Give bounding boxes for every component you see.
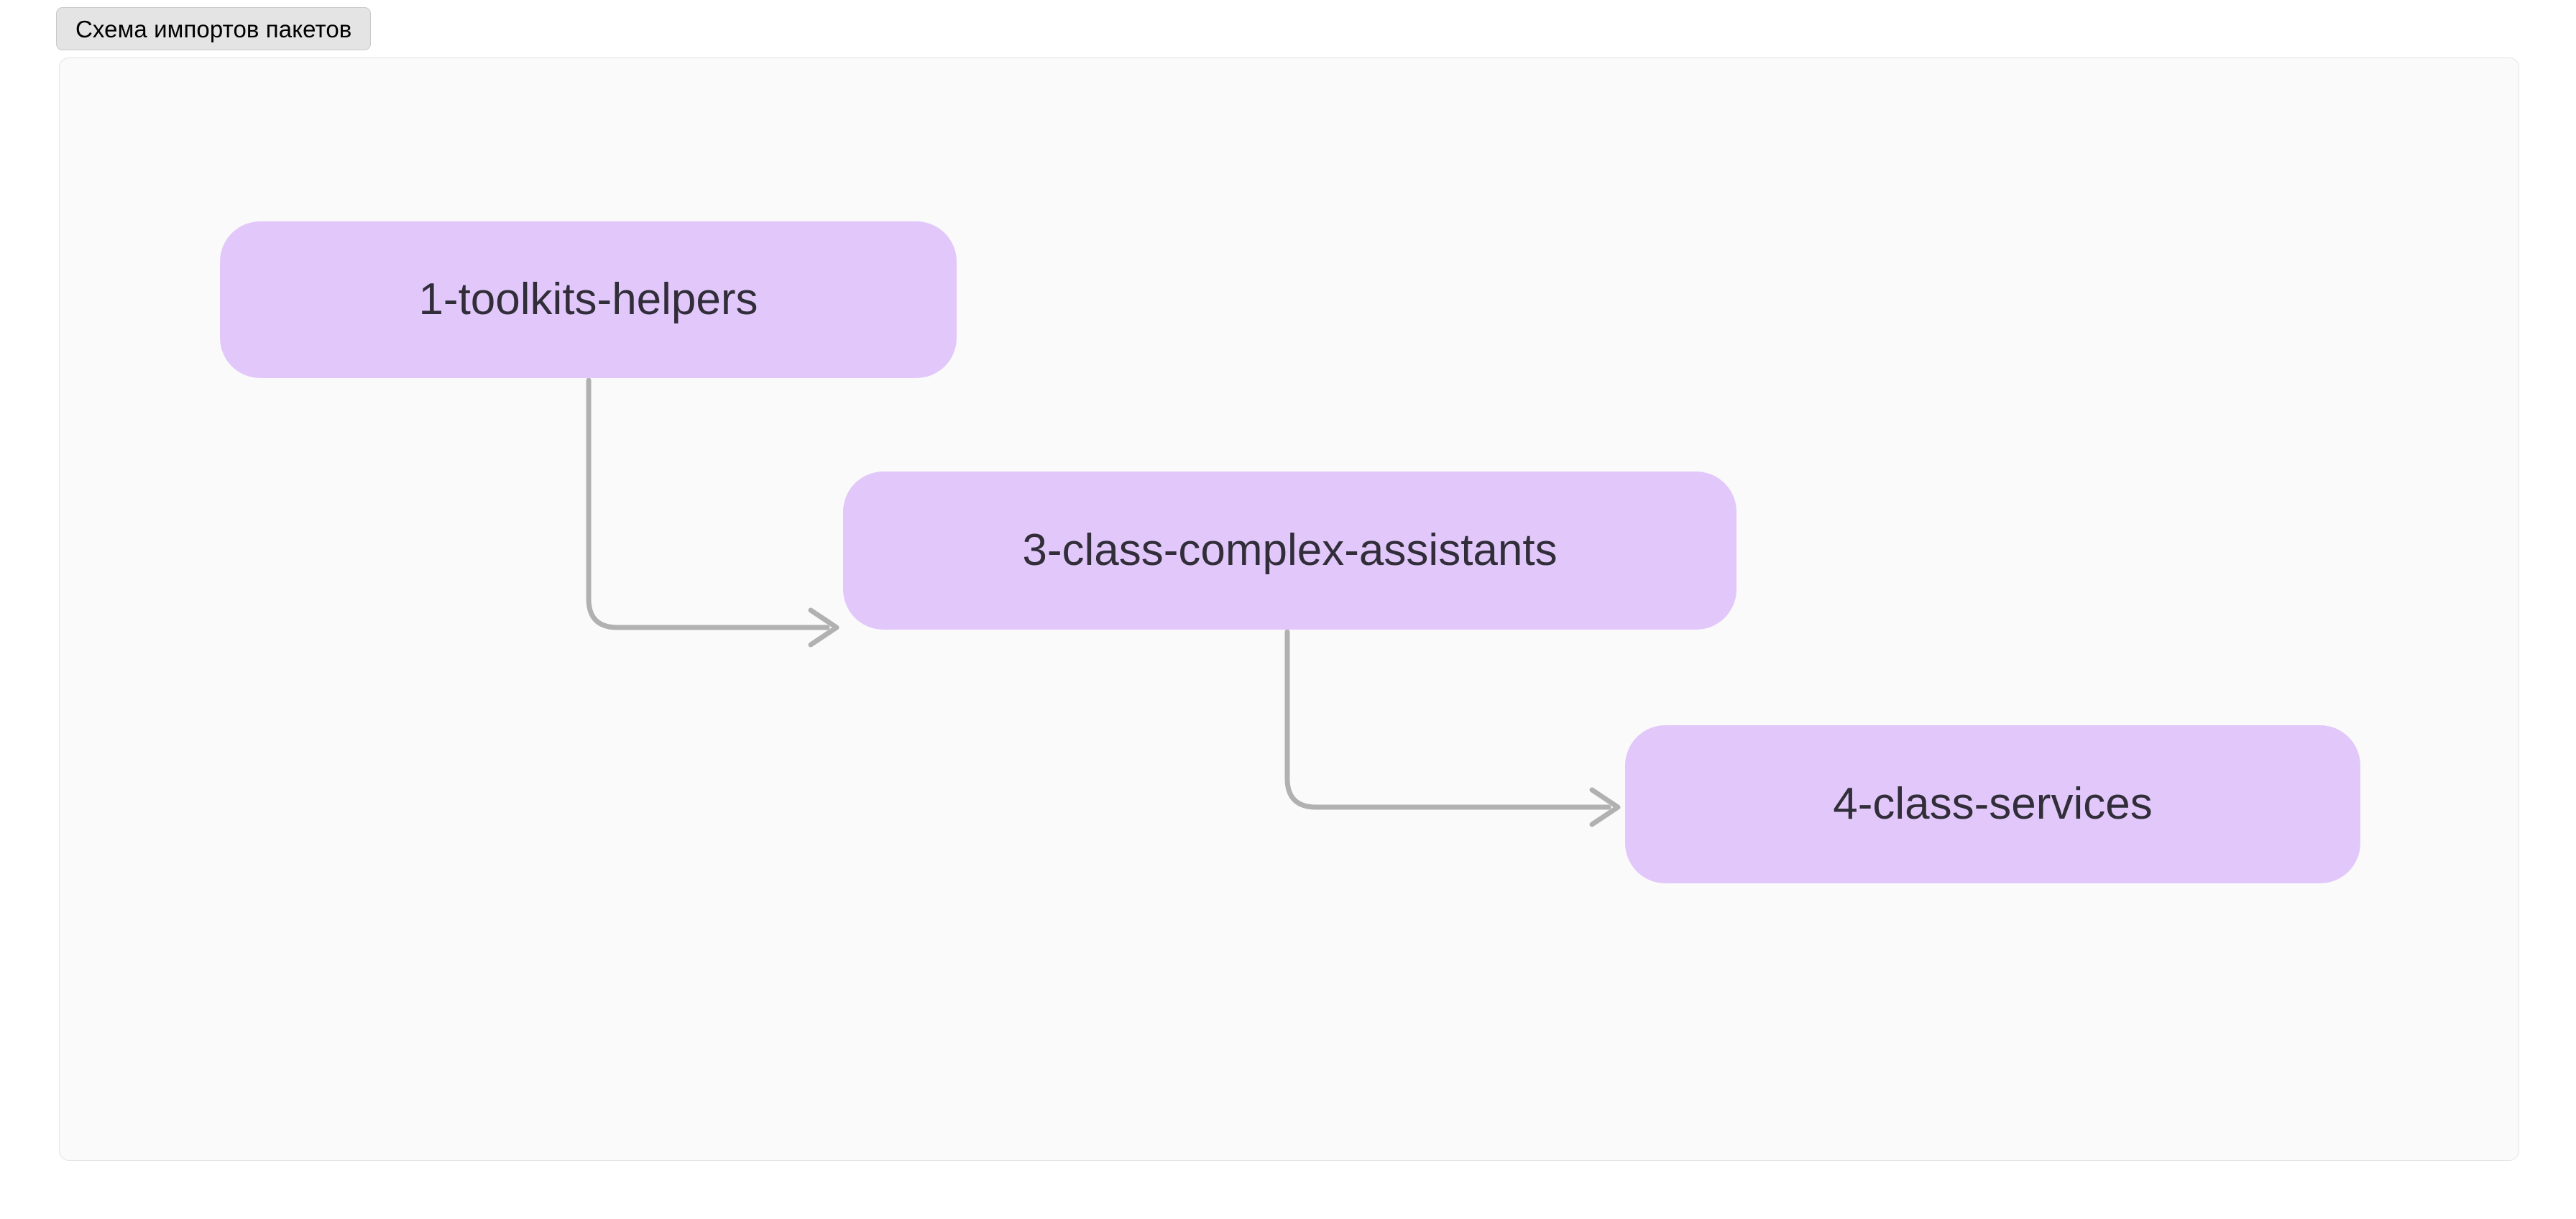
nodes-layer: 1-toolkits-helpers 3-class-complex-assis… <box>60 58 2518 1160</box>
graph-node-4-class-services[interactable]: 4-class-services <box>1625 725 2360 883</box>
graph-node-label: 4-class-services <box>1833 779 2153 829</box>
graph-node-1-toolkits-helpers[interactable]: 1-toolkits-helpers <box>220 221 957 378</box>
diagram-canvas[interactable]: 1-toolkits-helpers 3-class-complex-assis… <box>59 58 2519 1161</box>
graph-node-label: 3-class-complex-assistants <box>1022 525 1558 575</box>
graph-node-3-class-complex-assistants[interactable]: 3-class-complex-assistants <box>843 472 1736 630</box>
graph-node-label: 1-toolkits-helpers <box>418 275 758 324</box>
diagram-title-badge[interactable]: Схема импортов пакетов <box>56 7 372 50</box>
